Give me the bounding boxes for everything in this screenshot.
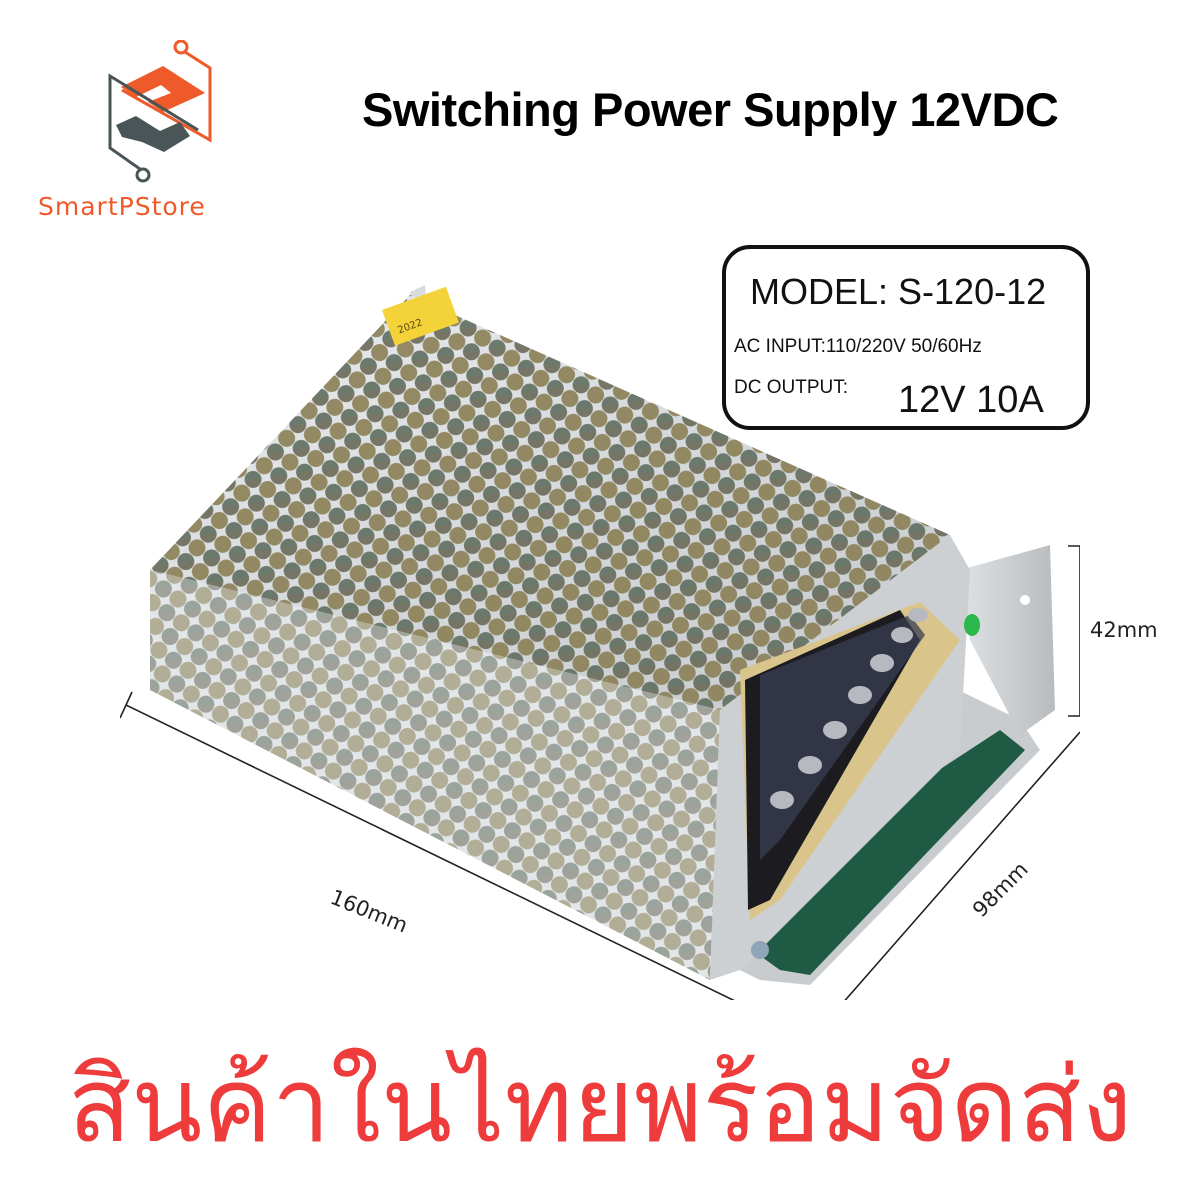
dc-output-label: DC OUTPUT: (734, 377, 848, 398)
terminal-block (740, 602, 980, 959)
brand-name: SmartPStore (38, 192, 206, 221)
page-title: Switching Power Supply 12VDC (362, 83, 1059, 136)
in-stock-banner: สินค้าในไทยพร้อมจัดส่ง (67, 1044, 1133, 1166)
model-number: MODEL: S-120-12 (750, 271, 1047, 312)
brand-logo (30, 39, 280, 230)
height-dimension: 42mm (1090, 618, 1158, 642)
circuit-s-logo-icon (108, 39, 212, 183)
ac-input-spec: AC INPUT:110/220V 50/60Hz (734, 336, 982, 357)
dc-output-value: 12V 10A (898, 379, 1044, 421)
power-led (964, 614, 980, 636)
spec-label: MODEL: S-120-12 AC INPUT:110/220V 50/60H… (722, 245, 1090, 430)
product-image: 2022 (119, 280, 1092, 1049)
warranty-sticker: 2022 (382, 286, 459, 346)
